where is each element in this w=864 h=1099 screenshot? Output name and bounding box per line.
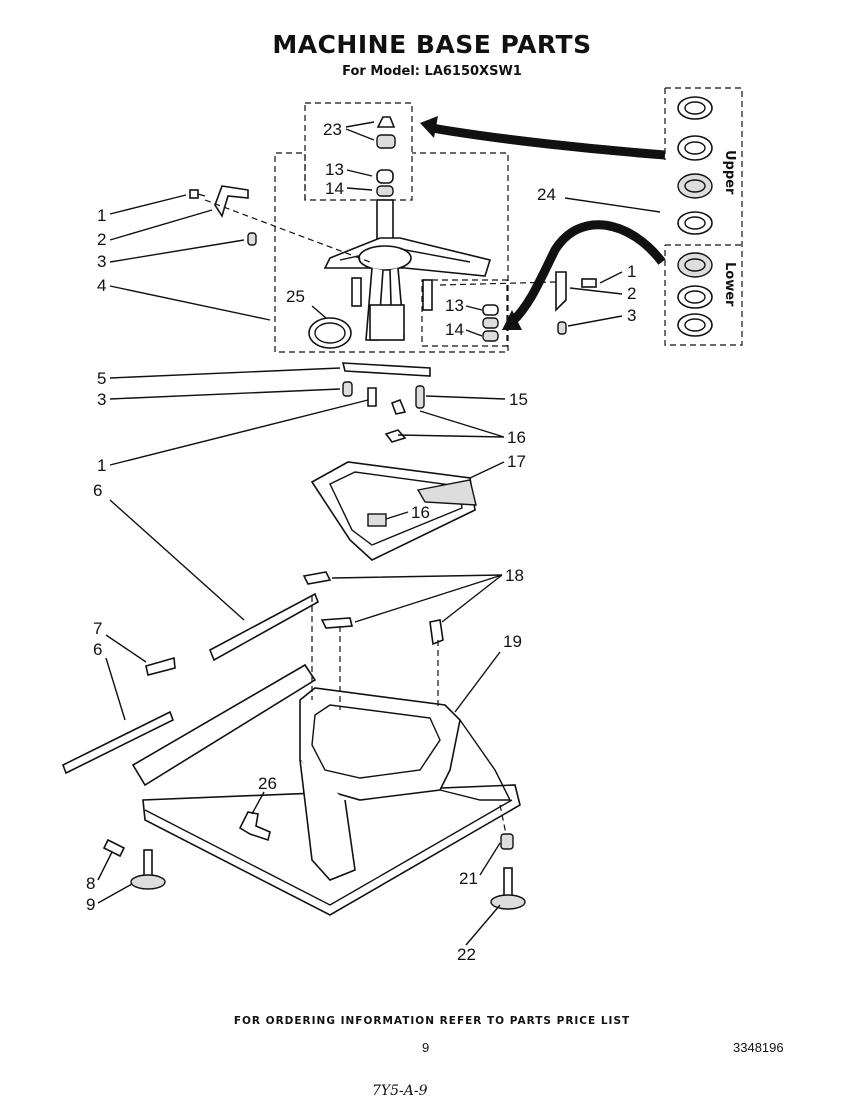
part-16-pad-a bbox=[390, 398, 407, 415]
callout-6-upper: 6 bbox=[93, 481, 102, 500]
callout-16-top: 16 bbox=[507, 428, 526, 447]
callout-2-right: 2 bbox=[627, 284, 636, 303]
callout-13-upper: 13 bbox=[325, 160, 344, 179]
arrow-upper-to-hub bbox=[431, 123, 666, 160]
callout-25: 25 bbox=[286, 287, 305, 306]
callout-17: 17 bbox=[507, 452, 526, 471]
lower-bearing-set bbox=[677, 252, 713, 337]
drive-assembly-box bbox=[274, 152, 509, 353]
part-25-seal bbox=[308, 317, 352, 349]
callout-14-right: 14 bbox=[445, 320, 464, 339]
callout-5: 5 bbox=[97, 369, 106, 388]
upper-label: Upper bbox=[722, 150, 737, 195]
part-1-bolt bbox=[367, 387, 377, 407]
right-bracket-1-2-3 bbox=[555, 271, 597, 335]
callout-9: 9 bbox=[86, 895, 95, 914]
lower-label: Lower bbox=[722, 262, 737, 307]
bearing-kit-inset bbox=[664, 87, 743, 346]
upper-bearing-set bbox=[677, 96, 713, 235]
leader-lines bbox=[97, 121, 661, 946]
part-26-clip bbox=[238, 811, 271, 842]
callout-15: 15 bbox=[509, 390, 528, 409]
callout-26: 26 bbox=[258, 774, 277, 793]
model-subtitle: For Model: LA6150XSW1 bbox=[342, 64, 522, 79]
part-3-spring bbox=[342, 381, 353, 397]
part-16-pad-b bbox=[384, 429, 407, 443]
callout-3-right: 3 bbox=[627, 306, 636, 325]
callout-23: 23 bbox=[323, 120, 342, 139]
part-5-brace bbox=[341, 362, 431, 377]
callout-1-left: 1 bbox=[97, 206, 106, 225]
callout-1-mid: 1 bbox=[97, 456, 106, 475]
part-8-pin bbox=[102, 838, 126, 858]
callout-18: 18 bbox=[505, 566, 524, 585]
page-number: 9 bbox=[422, 1040, 430, 1055]
bearing-parts-box bbox=[421, 279, 508, 347]
part-13-14-bearings-right bbox=[482, 304, 499, 342]
document-number: 3348196 bbox=[733, 1040, 784, 1055]
arrowhead-upper bbox=[420, 116, 438, 138]
callout-14-upper: 14 bbox=[325, 179, 344, 198]
arrow-lower-to-bearings bbox=[508, 220, 666, 326]
ordering-info-note: FOR ORDERING INFORMATION REFER TO PARTS … bbox=[233, 1015, 631, 1027]
callout-21: 21 bbox=[459, 869, 478, 888]
part-4-spider-assembly bbox=[323, 199, 492, 341]
part-14-washer-upper bbox=[376, 185, 394, 197]
part-19-base-frame bbox=[131, 663, 521, 916]
arrowhead-lower bbox=[502, 310, 522, 330]
callout-24: 24 bbox=[537, 185, 556, 204]
part-18-pad-a bbox=[302, 571, 332, 585]
callout-22: 22 bbox=[457, 945, 476, 964]
part-9-leveling-foot bbox=[130, 849, 166, 890]
callout-8: 8 bbox=[86, 874, 95, 893]
callout-16-frame: 16 bbox=[411, 503, 430, 522]
callout-3-left: 3 bbox=[97, 252, 106, 271]
part-15-spring bbox=[415, 385, 425, 409]
callout-2-left: 2 bbox=[97, 230, 106, 249]
callout-6-lower: 6 bbox=[93, 640, 102, 659]
callout-4: 4 bbox=[97, 276, 106, 295]
left-bracket-1-2-3 bbox=[189, 185, 257, 246]
part-6-rail-lower bbox=[61, 710, 175, 775]
callout-19: 19 bbox=[503, 632, 522, 651]
part-7-clip bbox=[145, 656, 176, 676]
part-21-nut bbox=[500, 833, 514, 850]
part-22-leveling-foot bbox=[490, 867, 526, 910]
callout-7: 7 bbox=[93, 619, 102, 638]
part-6-rail-upper bbox=[208, 592, 319, 662]
callout-1-right: 1 bbox=[627, 262, 636, 281]
part-18-pad-b bbox=[320, 617, 354, 629]
handwritten-note: 7Y5-A-9 bbox=[372, 1083, 428, 1099]
part-23-nuts bbox=[376, 116, 396, 149]
part-18-pad-c bbox=[429, 619, 444, 646]
page-title: MACHINE BASE PARTS bbox=[272, 30, 592, 59]
callout-13-right: 13 bbox=[445, 296, 464, 315]
part-13-bearing-upper bbox=[376, 169, 394, 184]
hub-parts-box bbox=[304, 102, 413, 201]
part-17-support-frame bbox=[310, 461, 477, 561]
callout-3-mid: 3 bbox=[97, 390, 106, 409]
